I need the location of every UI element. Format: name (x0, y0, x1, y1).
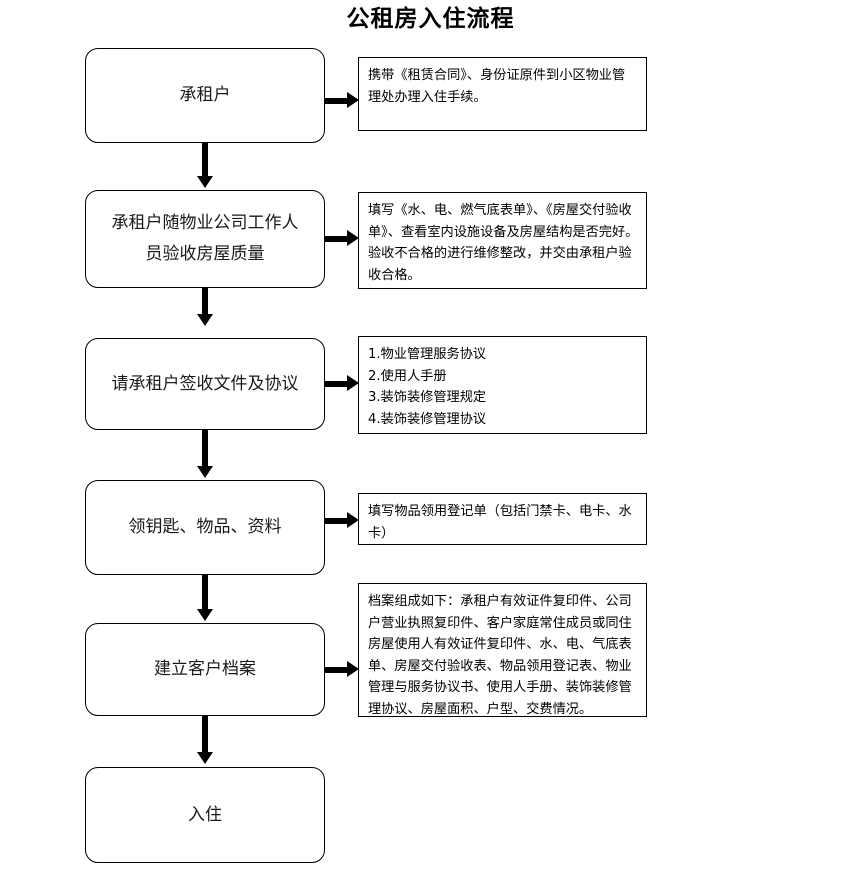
flow-node-label: 承租户 (179, 85, 231, 105)
note-line: 理协议、房屋面积、户型、交费情况。 (368, 701, 593, 717)
connector-node4-to-note4 (325, 518, 349, 524)
note-line: 2.使用人手册 (368, 368, 447, 384)
connector-node2-to-node3-arrowhead (196, 314, 213, 326)
note-line: 1.物业管理服务协议 (368, 347, 487, 362)
note-line: 填写《水、电、燃气底表单》、《房屋交付验收 (368, 203, 632, 218)
connector-node3-to-note3-arrowhead (347, 375, 359, 391)
connector-node3-to-note3 (325, 381, 349, 387)
connector-node4-to-note4-arrowhead (347, 512, 359, 528)
note-line: 档案组成如下：承租户有效证件复印件、公司 (368, 594, 632, 609)
connector-node1-to-note1 (325, 98, 349, 104)
flow-node-入住[interactable]: 入住 (85, 767, 325, 863)
flow-node-label: 请承租户签收文件及协议 (111, 373, 299, 394)
annotation-note-2: 填写《水、电、燃气底表单》、《房屋交付验收 单》、查看室内设施设备及房屋结构是否… (358, 192, 647, 289)
connector-node1-to-note1-arrowhead (347, 92, 359, 108)
page-title: 公租房入住流程 (346, 6, 515, 32)
flow-node-签收文件及协议[interactable]: 请承租户签收文件及协议 (85, 338, 325, 430)
flow-node-领钥匙物品资料[interactable]: 领钥匙、物品、资料 (85, 480, 325, 575)
note-line: 携带《租赁合同》、身份证原件到小区物业管 (368, 68, 626, 83)
note-line: 管理与服务协议书、使用人手册、装饰装修管 (368, 680, 632, 695)
annotation-note-3: 1.物业管理服务协议 2.使用人手册 3.装饰装修管理规定 4.装饰装修管理协议 (358, 336, 647, 434)
note-line: 验收不合格的进行维修整改，并交由承租户验 (368, 246, 632, 261)
note-line: 单、房屋交付验收表、物品领用登记表、物业 (368, 658, 632, 674)
connector-node5-to-note5-arrowhead (347, 661, 359, 677)
note-line: 户营业执照复印件、客户家庭常住成员或同住 (368, 615, 632, 631)
connector-node2-to-node3 (202, 288, 208, 316)
connector-node1-to-node2-arrowhead (196, 176, 213, 188)
flow-node-验收房屋质量[interactable]: 承租户随物业公司工作人 员验收房屋质量 (85, 190, 325, 288)
note-line: 填写物品领用登记单（包括门禁卡、电卡、水 (368, 504, 632, 519)
flow-node-建立客户档案[interactable]: 建立客户档案 (85, 623, 325, 716)
annotation-note-1: 携带《租赁合同》、身份证原件到小区物业管 理处办理入住手续。 (358, 57, 647, 131)
connector-node5-to-node6-arrowhead (196, 752, 213, 764)
note-line: 收合格。 (368, 267, 421, 283)
flow-node-label: 建立客户档案 (154, 659, 256, 679)
annotation-note-4: 填写物品领用登记单（包括门禁卡、电卡、水 卡） (358, 493, 647, 545)
note-line: 理处办理入住手续。 (368, 89, 487, 105)
connector-node5-to-node6 (202, 716, 208, 754)
flow-node-label: 领钥匙、物品、资料 (128, 517, 282, 537)
connector-node5-to-note5 (325, 667, 349, 673)
connector-node4-to-node5 (202, 575, 208, 611)
note-line: 房屋使用人有效证件复印件、水、电、气底表 (368, 637, 632, 652)
connector-node1-to-node2 (202, 143, 208, 178)
connector-node4-to-node5-arrowhead (196, 609, 213, 621)
flow-node-label: 入住 (188, 804, 222, 825)
connector-node2-to-note2-arrowhead (347, 230, 359, 246)
note-line: 卡） (368, 525, 395, 541)
note-line: 3.装饰装修管理规定 (368, 390, 487, 405)
note-line: 4.装饰装修管理协议 (368, 411, 487, 427)
flow-node-label: 承租户随物业公司工作人 员验收房屋质量 (111, 213, 299, 264)
connector-node2-to-note2 (325, 236, 349, 242)
annotation-note-5: 档案组成如下：承租户有效证件复印件、公司 户营业执照复印件、客户家庭常住成员或同… (358, 583, 647, 717)
flow-node-承租户[interactable]: 承租户 (85, 48, 325, 143)
connector-node3-to-node4-arrowhead (196, 466, 213, 478)
connector-node3-to-node4 (202, 430, 208, 468)
note-line: 单》、查看室内设施设备及房屋结构是否完好。 (368, 224, 639, 240)
